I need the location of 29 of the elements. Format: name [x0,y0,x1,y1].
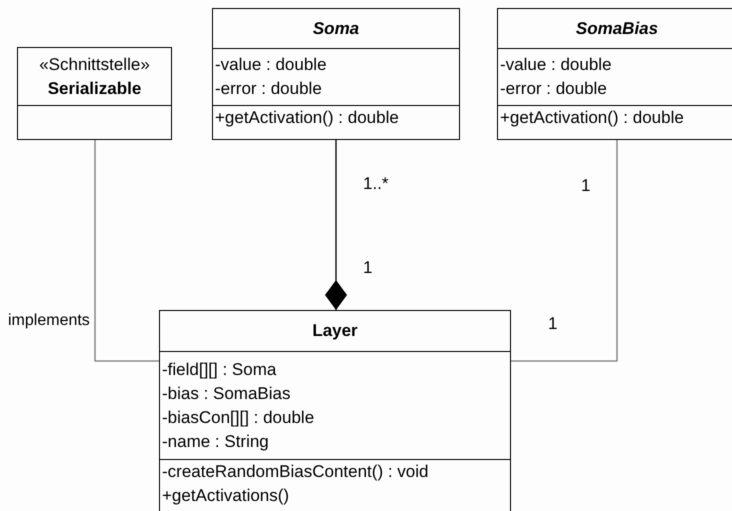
method-text: +getActivations() [161,485,290,507]
class-box [159,310,511,511]
attribute-text: -value : double [499,54,613,76]
composition-line [325,140,347,310]
class-name: SomaBias [574,18,660,40]
multiplicity-label: 1 [548,314,558,334]
multiplicity-label: 1 [363,258,372,278]
edge-label: implements [8,312,90,330]
method-text: +getActivation() : double [499,107,685,129]
class-box [212,8,460,140]
stereotype-label: «Schnittstelle» [38,54,151,76]
class-name: Soma [312,18,360,40]
attribute-text: -field[][] : Soma [161,358,278,380]
attribute-text: -biasCon[][] : double [161,406,316,428]
method-text: -createRandomBiasContent() : void [161,461,430,483]
attribute-text: -error : double [499,78,608,100]
attribute-text: -error : double [214,78,323,100]
multiplicity-label: 1..* [363,174,389,194]
attribute-text: -name : String [161,430,270,452]
class-name: Layer [311,320,359,342]
attribute-text: -value : double [214,54,328,76]
attribute-text: -bias : SomaBias [161,382,292,404]
multiplicity-label: 1 [581,176,590,196]
method-text: +getActivation() : double [214,107,400,129]
class-box [17,47,172,140]
association-line [94,140,159,362]
association-line [511,140,618,362]
class-name: Serializable [46,78,142,100]
class-box [497,8,732,140]
